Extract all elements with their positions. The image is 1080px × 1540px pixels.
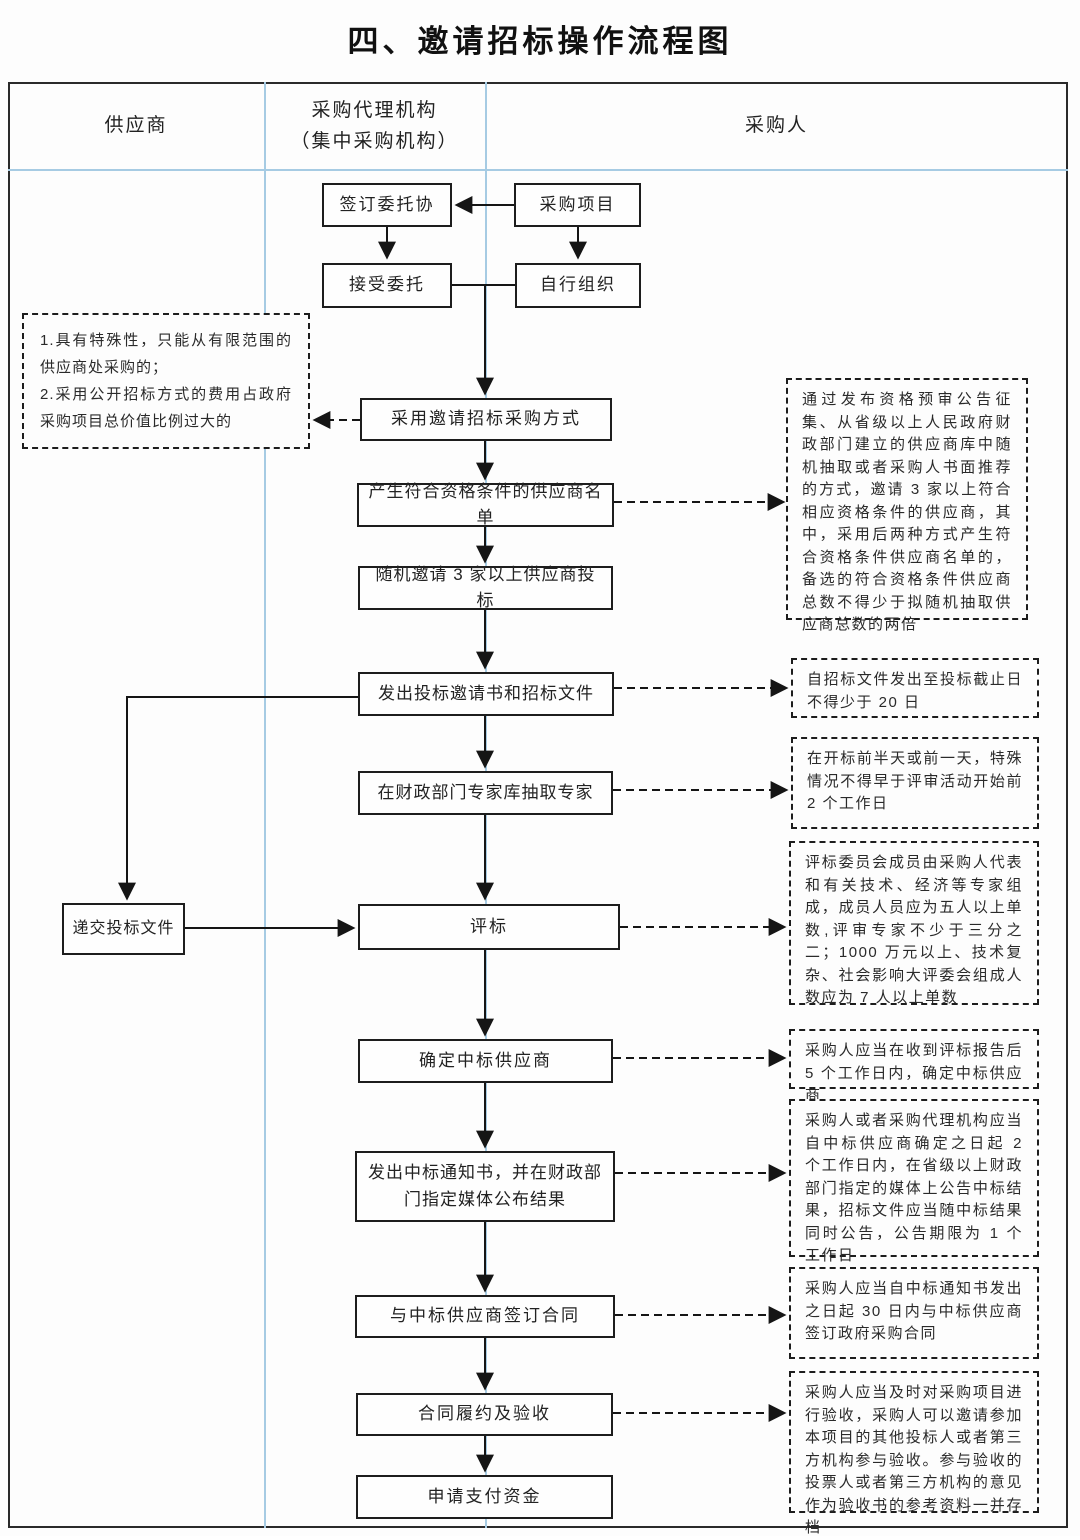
flow-box-contract-acceptance: 合同履约及验收	[356, 1393, 613, 1436]
flow-box-issue-notice: 发出中标通知书，并在财政部门指定媒体公布结果	[355, 1151, 615, 1222]
note-30-days-contract: 采购人应当自中标通知书发出之日起 30 日内与中标供应商签订政府采购合同	[789, 1267, 1039, 1359]
header-underline	[8, 169, 1068, 171]
note-evaluation-committee: 评标委员会成员由采购人代表和有关技术、经济等专家组成，成员人员应为五人以上单数,…	[789, 841, 1039, 1006]
lane-header-supplier-label: 供应商	[104, 115, 168, 137]
note-5-working-days: 采购人应当在收到评标报告后 5 个工作日内，确定中标供应商	[789, 1029, 1039, 1104]
note-qualification-collection: 通过发布资格预审公告征集、从省级以上人民政府财政部门建立的供应商库中随机抽取或者…	[786, 378, 1028, 633]
flow-box-determine-winner: 确定中标供应商	[358, 1039, 613, 1083]
note-20-days: 自招标文件发出至投标截止日不得少于 20 日	[791, 658, 1039, 718]
note-result-announcement: 采购人或者采购代理机构应当自中标供应商确定之日起 2 个工作日内，在省级以上财政…	[789, 1099, 1039, 1264]
lane-header-agency-label: 采购代理机构	[311, 99, 438, 121]
flow-box-apply-payment: 申请支付资金	[356, 1475, 613, 1519]
flow-box-issue-invitation: 发出投标邀请书和招标文件	[358, 672, 614, 716]
note-left-special-conditions: 1.具有特殊性，只能从有限范围的供应商处采购的； 2.采用公开招标方式的费用占政…	[22, 313, 310, 449]
flow-box-adopt-method: 采用邀请招标采购方式	[360, 398, 612, 441]
flow-box-self-organize: 自行组织	[515, 263, 641, 308]
lane-header-agency-sublabel: （集中采购机构）	[290, 131, 459, 152]
page-title: 四、邀请招标操作流程图	[347, 24, 733, 59]
lane-header-purchaser-label: 采购人	[744, 115, 808, 137]
flow-box-extract-experts: 在财政部门专家库抽取专家	[358, 771, 613, 815]
table-frame	[8, 82, 1068, 1528]
arrow-invitation-to-submit	[118, 696, 358, 901]
lane-header-purchaser: 采购人	[485, 82, 1068, 170]
note-acceptance: 采购人应当及时对采购项目进行验收，采购人可以邀请参加本项目的其他投标人或者第三方…	[789, 1371, 1039, 1536]
lane-header-agency: 采购代理机构 （集中采购机构）	[264, 82, 485, 170]
flow-box-procurement-project: 采购项目	[514, 183, 641, 227]
flow-box-sign-agreement: 签订委托协	[322, 183, 452, 227]
solid-arrows	[118, 196, 587, 1473]
lane-header-supplier: 供应商	[8, 82, 264, 170]
flow-box-submit-documents: 递交投标文件	[62, 903, 185, 955]
flow-box-accept-commission: 接受委托	[322, 263, 452, 308]
lane-divider-1	[264, 82, 266, 1528]
flow-box-bid-evaluation: 评标	[358, 904, 620, 950]
flow-box-supplier-list: 产生符合资格条件的供应商名单	[357, 482, 614, 527]
flow-box-sign-contract: 与中标供应商签订合同	[355, 1295, 615, 1338]
flow-box-random-invite: 随机邀请 3 家以上供应商投标	[358, 565, 613, 610]
dashed-arrows	[312, 411, 789, 1422]
note-expert-extraction-timing: 在开标前半天或前一天，特殊情况不得早于评审活动开始前 2 个工作日	[791, 737, 1039, 829]
